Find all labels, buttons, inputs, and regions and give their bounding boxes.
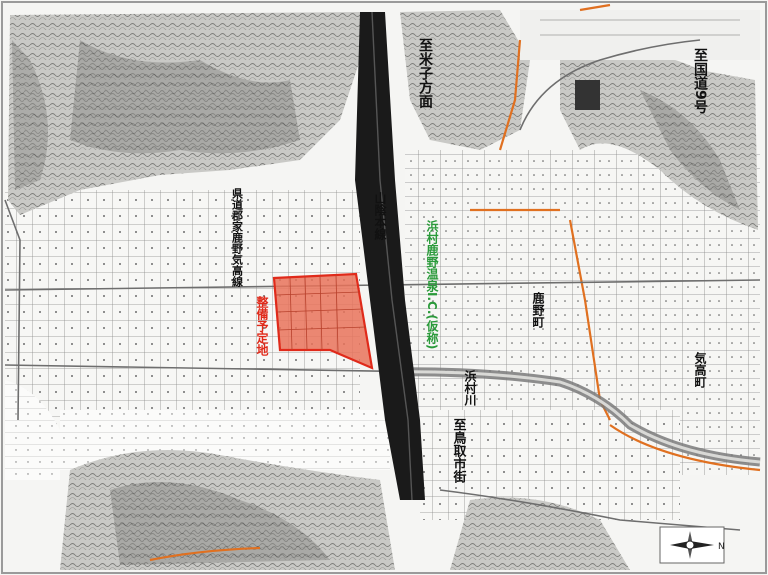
label-national-route-9: 至国道9号 <box>692 48 708 115</box>
compass-rose: N <box>659 526 725 564</box>
northeast-area <box>520 10 760 110</box>
mountain-contours <box>5 10 758 570</box>
map-labels: 至米子方面 至国道9号 山陰本線 県道郡家鹿野気高線 浜村鹿野温泉I.C.(仮称… <box>231 38 709 484</box>
label-hamamura-river: 浜村川 <box>463 369 477 406</box>
label-sanin-main-line: 山陰本線 <box>373 191 387 241</box>
compass-north-label: N <box>718 542 725 552</box>
label-to-tottori: 至鳥取市街 <box>451 418 468 484</box>
sanin-main-line <box>355 11 425 501</box>
label-prefectural-road: 県道郡家鹿野気高線 <box>231 188 245 288</box>
orange-roads <box>149 3 761 562</box>
label-to-yonago: 至米子方面 <box>417 38 433 109</box>
label-site-planned: 整備予定地 <box>255 295 269 357</box>
label-hamamura-ic: 浜村鹿野温泉I.C.(仮称) <box>425 219 439 350</box>
label-ketaka-town: 気高町 <box>693 351 707 389</box>
planned-site-area[interactable] <box>272 272 374 370</box>
label-shikano-town: 鹿野町 <box>531 291 545 329</box>
